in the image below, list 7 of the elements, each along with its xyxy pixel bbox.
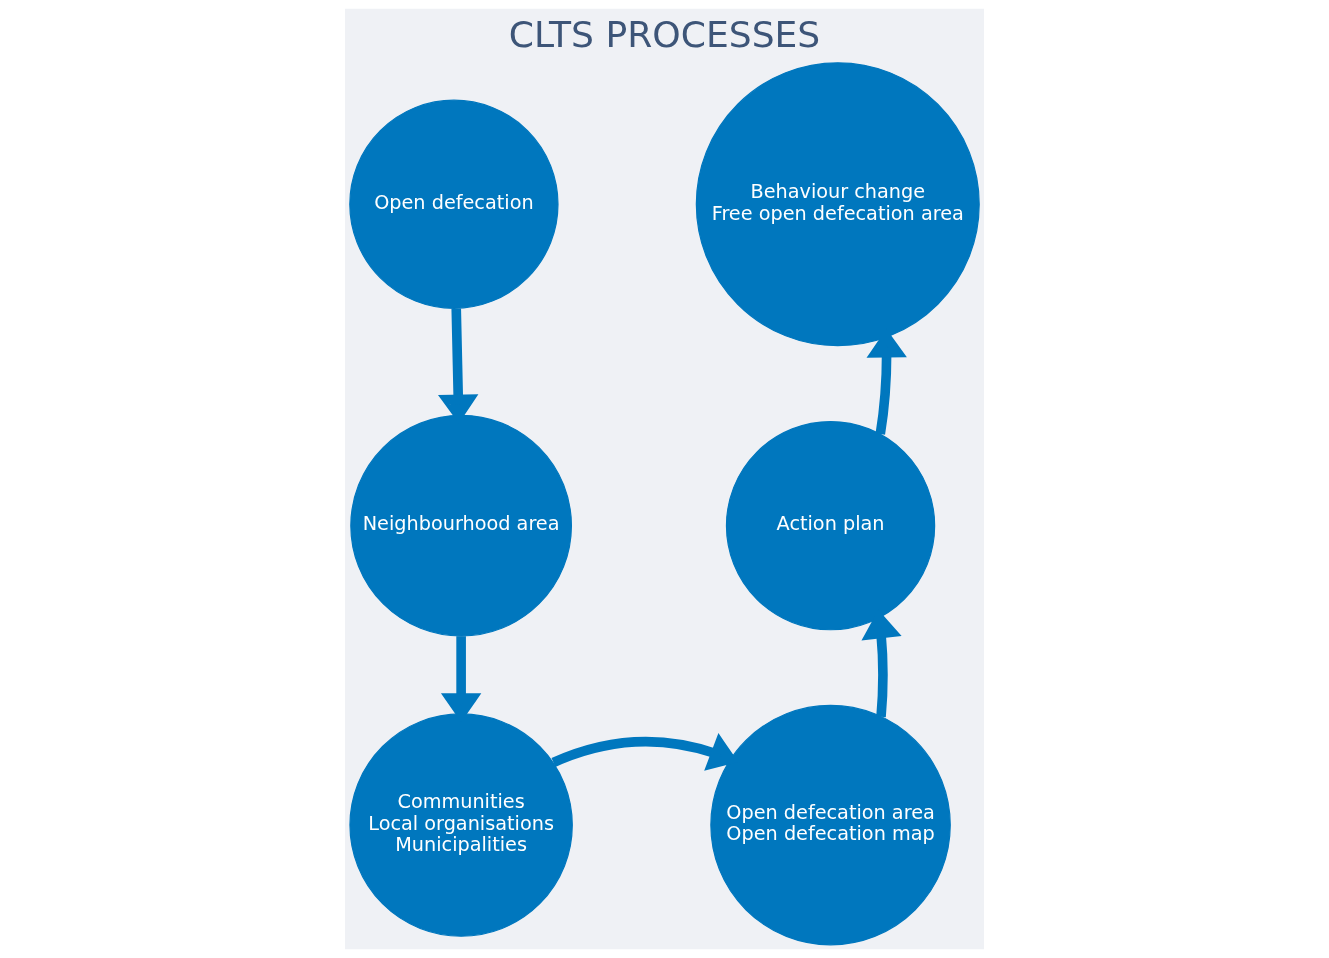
node-circle: Neighbourhood area bbox=[350, 414, 572, 637]
node-circle: Communities Local organisations Municipalities bbox=[349, 713, 573, 937]
node-circle: Action plan bbox=[725, 420, 936, 631]
node-circle: Open defecation area Open defecation map bbox=[710, 704, 951, 946]
node-circle: Open defecation bbox=[349, 99, 559, 309]
node-circle: Behaviour change Free open defecation area bbox=[695, 62, 980, 347]
diagram-title: CLTS PROCESSES bbox=[508, 13, 821, 57]
